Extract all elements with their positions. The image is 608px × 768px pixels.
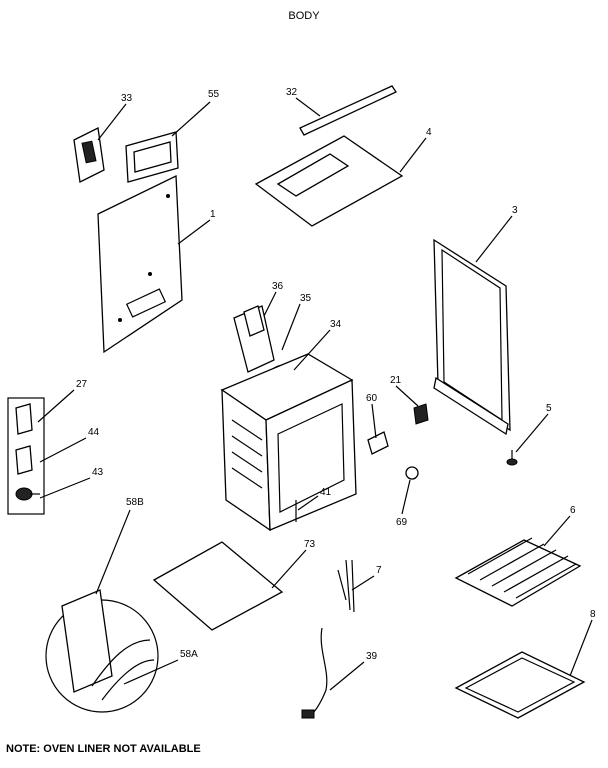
footer-note: NOTE: OVEN LINER NOT AVAILABLE bbox=[6, 743, 201, 755]
hardware-box bbox=[7, 397, 45, 515]
part-4-top-panel bbox=[254, 135, 404, 227]
part-44-clip bbox=[15, 445, 33, 475]
part-21-clip bbox=[413, 403, 429, 425]
callout-60: 60 bbox=[366, 393, 378, 404]
part-39-cord bbox=[301, 627, 328, 719]
part-27-clip bbox=[15, 403, 33, 435]
callout-36: 36 bbox=[272, 281, 284, 292]
callout-43: 43 bbox=[92, 467, 104, 478]
callout-69: 69 bbox=[396, 517, 408, 528]
part-5-screw bbox=[506, 450, 518, 466]
part-73-bottom-panel bbox=[152, 541, 284, 631]
part-69-button bbox=[405, 466, 419, 480]
callout-27: 27 bbox=[76, 379, 88, 390]
callout-3: 3 bbox=[512, 205, 518, 216]
part-60-bracket bbox=[367, 431, 389, 455]
part-55-frame bbox=[125, 131, 179, 183]
part-7-igniter bbox=[337, 559, 355, 613]
callout-39: 39 bbox=[366, 651, 378, 662]
oven-liner-detail bbox=[45, 589, 159, 713]
part-8-broiler-pan bbox=[454, 651, 586, 719]
part-36-duct bbox=[233, 305, 275, 373]
callout-4: 4 bbox=[426, 127, 432, 138]
part-1-back-panel bbox=[97, 174, 183, 354]
callout-35: 35 bbox=[300, 293, 312, 304]
callout-44: 44 bbox=[88, 427, 100, 438]
callout-73: 73 bbox=[304, 539, 316, 550]
callout-55: 55 bbox=[208, 89, 220, 100]
callout-21: 21 bbox=[390, 375, 402, 386]
part-3-door-frame bbox=[433, 238, 511, 436]
callout-41: 41 bbox=[320, 487, 332, 498]
part-32-strip bbox=[299, 85, 397, 136]
callout-58b: 58B bbox=[126, 497, 144, 508]
callout-7: 7 bbox=[376, 565, 382, 576]
part-43-screw bbox=[15, 487, 33, 501]
part-33-bracket bbox=[73, 127, 105, 183]
callout-33: 33 bbox=[121, 93, 133, 104]
callout-34: 34 bbox=[330, 319, 342, 330]
callout-1: 1 bbox=[210, 209, 216, 220]
part-6-oven-rack bbox=[454, 537, 582, 607]
page-title: BODY bbox=[288, 10, 320, 22]
callout-32: 32 bbox=[286, 87, 298, 98]
callout-8: 8 bbox=[590, 609, 596, 620]
leader-lines bbox=[37, 97, 593, 691]
main-body-frame bbox=[220, 353, 357, 532]
callout-5: 5 bbox=[546, 403, 552, 414]
callout-6: 6 bbox=[570, 505, 576, 516]
callout-58a: 58A bbox=[180, 649, 198, 660]
